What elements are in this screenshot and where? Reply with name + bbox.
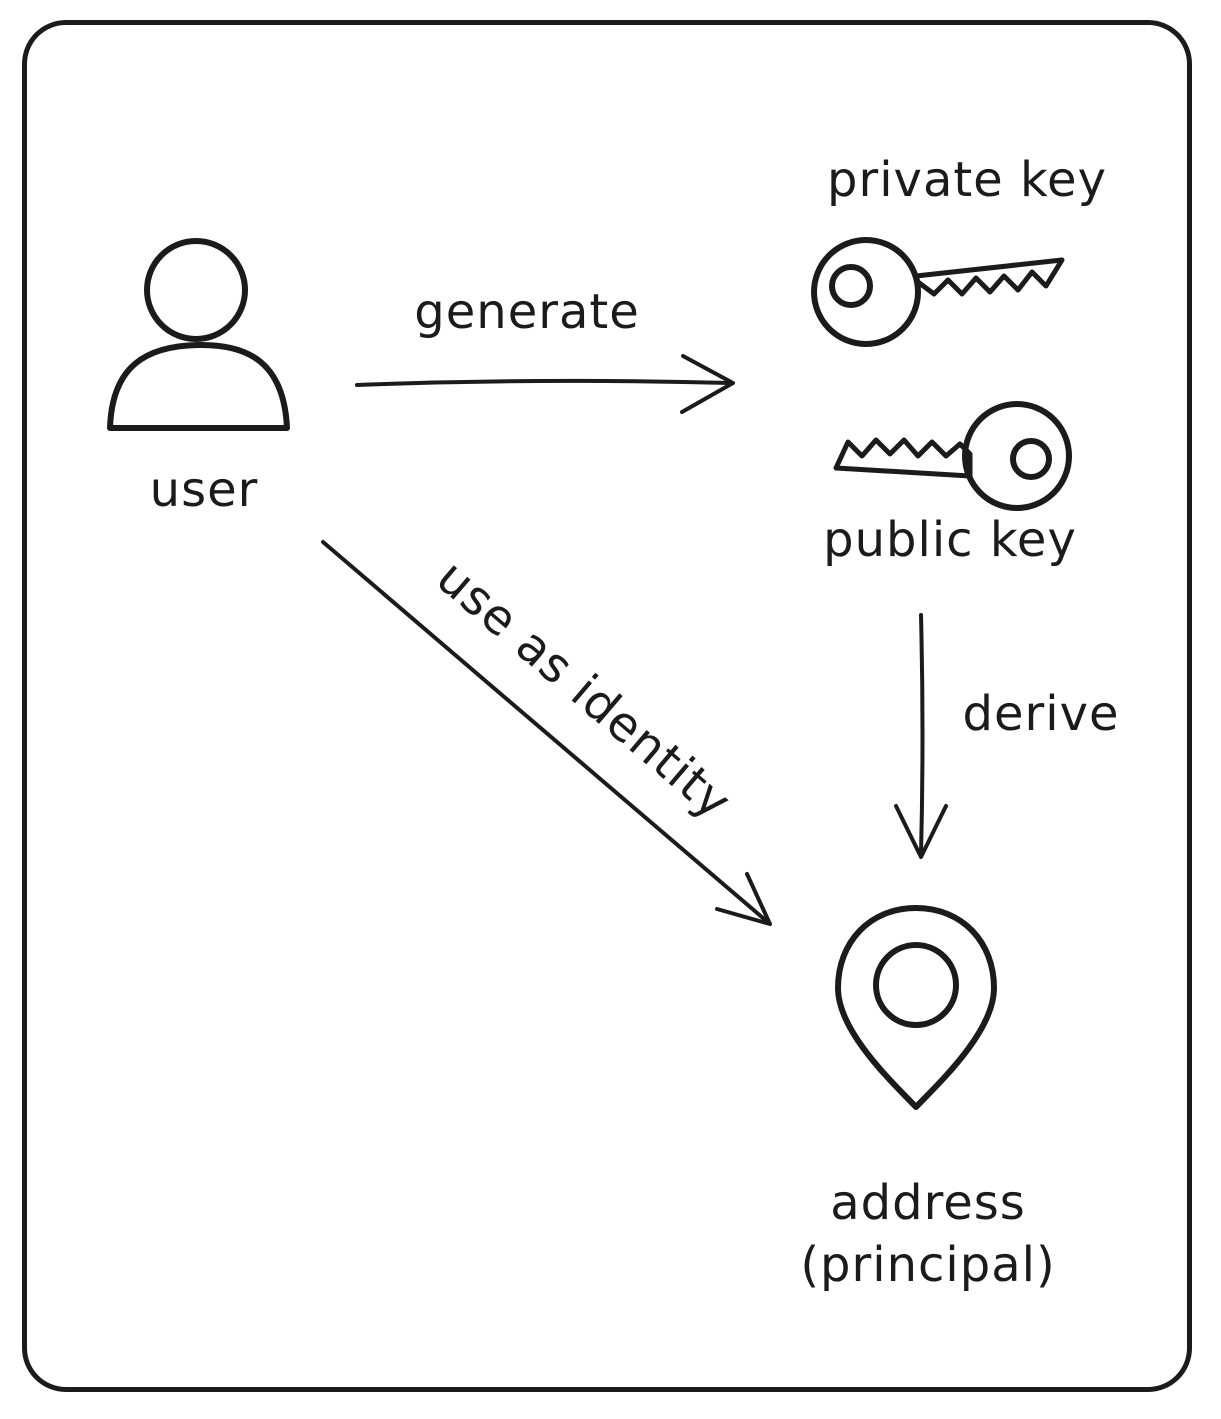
public-key-icon [828,398,1073,516]
diagram-border [22,20,1192,1392]
generate-label: generate [414,284,640,340]
user-label: user [149,462,259,518]
use-as-identity-arrow [321,540,772,926]
derive-label: derive [962,686,1120,742]
generate-arrow [355,354,735,414]
private-key-icon [808,232,1070,354]
address-sublabel: (principal) [800,1237,1056,1293]
address-pin-icon [826,900,1006,1115]
public-key-label: public key [823,512,1077,568]
address-label: address [830,1175,1026,1231]
user-icon [102,232,294,434]
derive-arrow [894,613,948,859]
private-key-label: private key [827,152,1107,208]
